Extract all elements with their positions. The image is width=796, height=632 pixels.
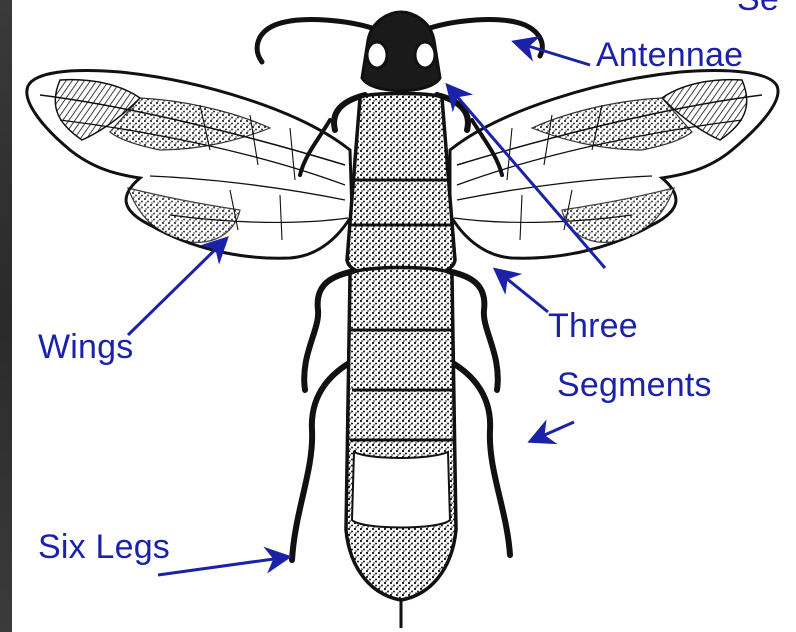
insect-head xyxy=(362,12,440,91)
label-segments: Segments xyxy=(557,368,712,402)
insect-thorax xyxy=(347,94,455,279)
label-top-cut: Se xyxy=(737,0,779,16)
segments-arrow-thorax xyxy=(496,270,548,312)
insect-abdomen xyxy=(346,268,456,629)
legs-arrow xyxy=(158,557,288,575)
wings-arrow xyxy=(128,239,226,335)
label-antennae: Antennae xyxy=(596,38,743,72)
antennae-arrow xyxy=(515,42,590,65)
label-wings: Wings xyxy=(38,330,133,364)
segments-arrow-abdomen xyxy=(531,422,574,441)
label-six-legs: Six Legs xyxy=(38,530,170,564)
label-three: Three xyxy=(548,309,638,343)
